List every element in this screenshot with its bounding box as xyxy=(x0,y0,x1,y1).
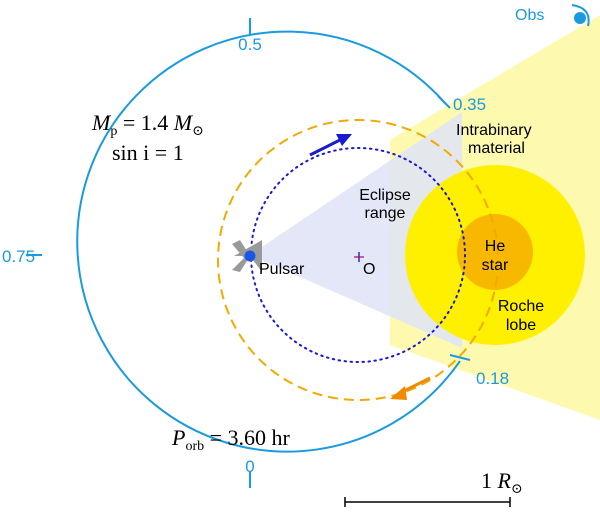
phase-tick-0-35 xyxy=(437,95,451,109)
origin-label: O xyxy=(363,261,375,278)
phase-tick-0-18 xyxy=(449,354,471,361)
phase-label-0-35: 0.35 xyxy=(453,95,486,114)
eclipse-label-line1: Eclipse xyxy=(359,187,411,204)
phase-label-0: 0 xyxy=(245,457,254,476)
orbital-period: Porb = 3.60 hr xyxy=(171,425,291,454)
pulsar-motion-arrowhead-icon xyxy=(336,134,352,146)
pulsar-label: Pulsar xyxy=(259,261,305,278)
phase-label-0-5: 0.5 xyxy=(238,35,262,54)
pulsar-dot xyxy=(244,250,256,262)
pulsar-beam-icon-2 xyxy=(232,240,250,272)
eclipse-range-wedge xyxy=(250,112,462,348)
inclination: sin i = 1 xyxy=(112,140,184,165)
he-star xyxy=(457,214,533,290)
orange-dashed-orbit xyxy=(217,119,499,401)
phase-label-0-18: 0.18 xyxy=(476,369,509,388)
pulsar-motion-arrow xyxy=(309,138,341,157)
he-star-label-line1: He xyxy=(485,238,506,255)
pulsar-mass: Mp = 1.4 M⊙ xyxy=(91,110,204,139)
intrabinary-label-line2: material xyxy=(468,140,525,157)
phase-label-0-75: 0.75 xyxy=(2,247,35,266)
intrabinary-label-line1: Intrabinary xyxy=(456,122,532,139)
companion-motion-arrowhead-icon xyxy=(390,386,407,400)
obs-label: Obs xyxy=(515,7,544,24)
roche-lobe-label-line2: lobe xyxy=(506,317,536,334)
scale-label: 1 R⊙ xyxy=(481,468,523,497)
he-star-label-line2: star xyxy=(482,257,509,274)
orbital-phase-circle xyxy=(76,30,461,453)
roche-lobe-label-line1: Roche xyxy=(498,298,544,315)
observer-eye-icon xyxy=(571,4,590,27)
eclipse-label-line2: range xyxy=(365,205,406,222)
